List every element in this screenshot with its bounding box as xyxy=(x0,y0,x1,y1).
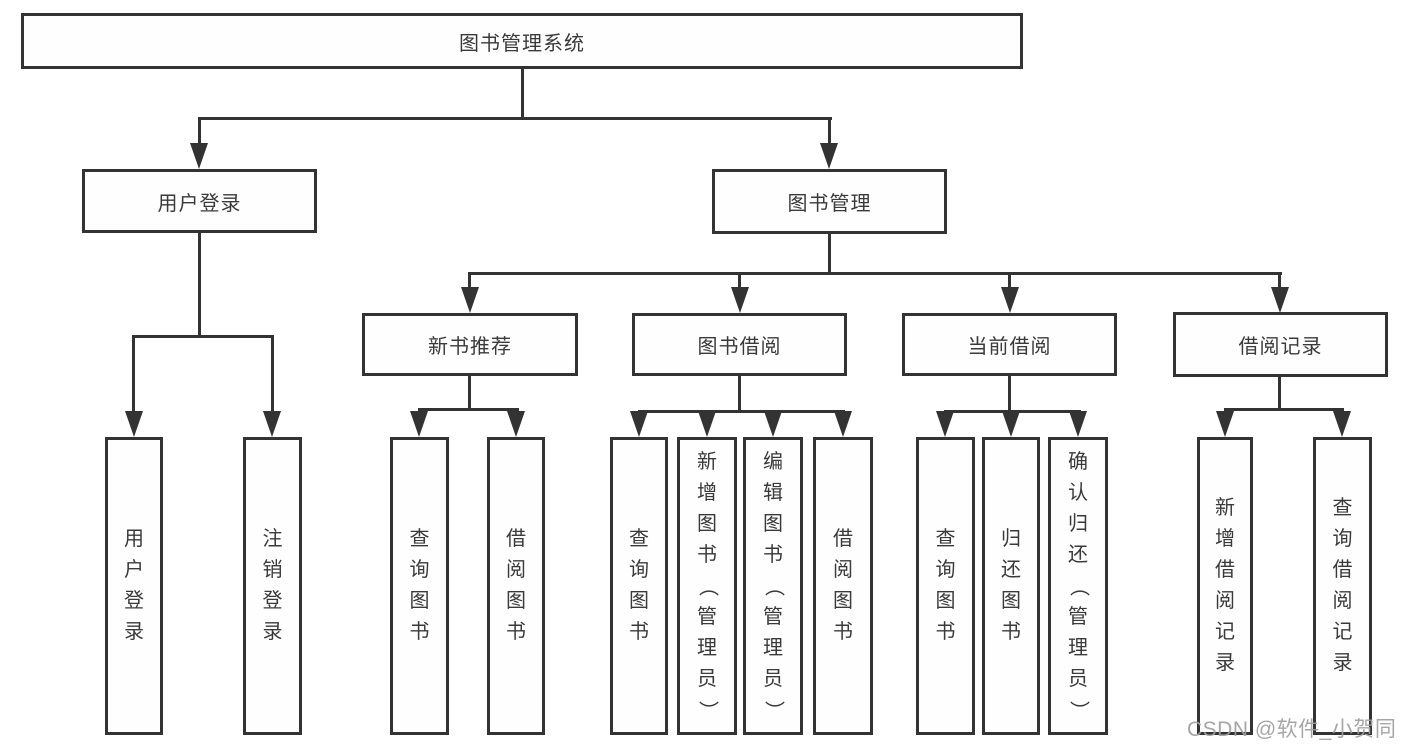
arrow-down-icon xyxy=(1001,287,1019,313)
leaf-borrow-books-2: 借阅图书 xyxy=(813,437,873,735)
arrow-down-icon xyxy=(410,411,428,437)
arrow-down-icon xyxy=(731,287,749,313)
arrow-down-icon xyxy=(630,411,648,437)
arrow-down-icon xyxy=(125,411,143,437)
connector-newbooks-feed xyxy=(468,376,471,411)
connector-bookborrow-feed xyxy=(738,376,741,413)
node-new-book-recommend: 新书推荐 xyxy=(362,313,578,376)
connector-root-feed xyxy=(521,69,524,117)
arrow-down-icon xyxy=(834,411,852,437)
arrow-down-icon xyxy=(1216,411,1234,437)
arrow-down-icon xyxy=(507,411,525,437)
connector-l2-rail xyxy=(198,117,832,120)
leaf-return-books: 归还图书 xyxy=(982,437,1040,735)
connector-mgmt-feed xyxy=(828,234,831,272)
node-book-borrow: 图书借阅 xyxy=(632,313,847,376)
connector-l3-stub-3 xyxy=(1008,272,1011,290)
arrow-down-icon xyxy=(698,411,716,437)
leaf-query-borrow-record: 查询借阅记录 xyxy=(1313,437,1372,735)
connector-currentborrow-feed xyxy=(1008,376,1011,413)
arrow-down-icon xyxy=(190,143,208,169)
leaf-add-books-admin: 新增图书（管理员） xyxy=(677,437,737,735)
leaf-confirm-return-admin: 确认归还（管理员） xyxy=(1048,437,1108,735)
connector-l3-stub-4 xyxy=(1278,272,1281,290)
node-current-borrow: 当前借阅 xyxy=(902,313,1117,376)
arrow-down-icon xyxy=(936,411,954,437)
arrow-down-icon xyxy=(461,287,479,313)
leaf-query-books-1: 查询图书 xyxy=(390,437,449,735)
arrow-down-icon xyxy=(263,411,281,437)
connector-record-rail xyxy=(1224,408,1344,411)
node-root: 图书管理系统 xyxy=(21,13,1023,69)
connector-l3-stub-2 xyxy=(738,272,741,290)
connector-bookborrow-rail xyxy=(638,410,845,413)
arrow-down-icon xyxy=(820,143,838,169)
connector-login-rail xyxy=(132,335,274,338)
connector-l3-stub-1 xyxy=(468,272,471,290)
connector-login-feed xyxy=(198,233,201,335)
connector-l3-rail xyxy=(468,272,1282,275)
connector-login-stub-2 xyxy=(271,335,274,413)
connector-login-stub-1 xyxy=(132,335,135,413)
leaf-edit-books-admin: 编辑图书（管理员） xyxy=(743,437,803,735)
connector-l2-stub-left xyxy=(198,117,201,147)
arrow-down-icon xyxy=(1333,411,1351,437)
node-user-login: 用户登录 xyxy=(82,169,317,233)
leaf-add-borrow-record: 新增借阅记录 xyxy=(1197,437,1253,735)
arrow-down-icon xyxy=(1002,411,1020,437)
node-borrow-record: 借阅记录 xyxy=(1173,312,1388,377)
node-book-management: 图书管理 xyxy=(712,169,947,234)
watermark: CSDN @软件_小贺同学 xyxy=(1187,718,1397,741)
connector-record-feed xyxy=(1278,377,1281,411)
leaf-logout: 注销登录 xyxy=(243,437,302,735)
leaf-borrow-books-1: 借阅图书 xyxy=(487,437,545,735)
connector-l2-stub-right xyxy=(828,117,831,147)
connector-newbooks-rail xyxy=(418,408,519,411)
leaf-user-login: 用户登录 xyxy=(105,437,163,735)
arrow-down-icon xyxy=(764,411,782,437)
arrow-down-icon xyxy=(1069,411,1087,437)
leaf-query-books-2: 查询图书 xyxy=(610,437,668,735)
arrow-down-icon xyxy=(1271,287,1289,313)
leaf-query-books-3: 查询图书 xyxy=(916,437,975,735)
